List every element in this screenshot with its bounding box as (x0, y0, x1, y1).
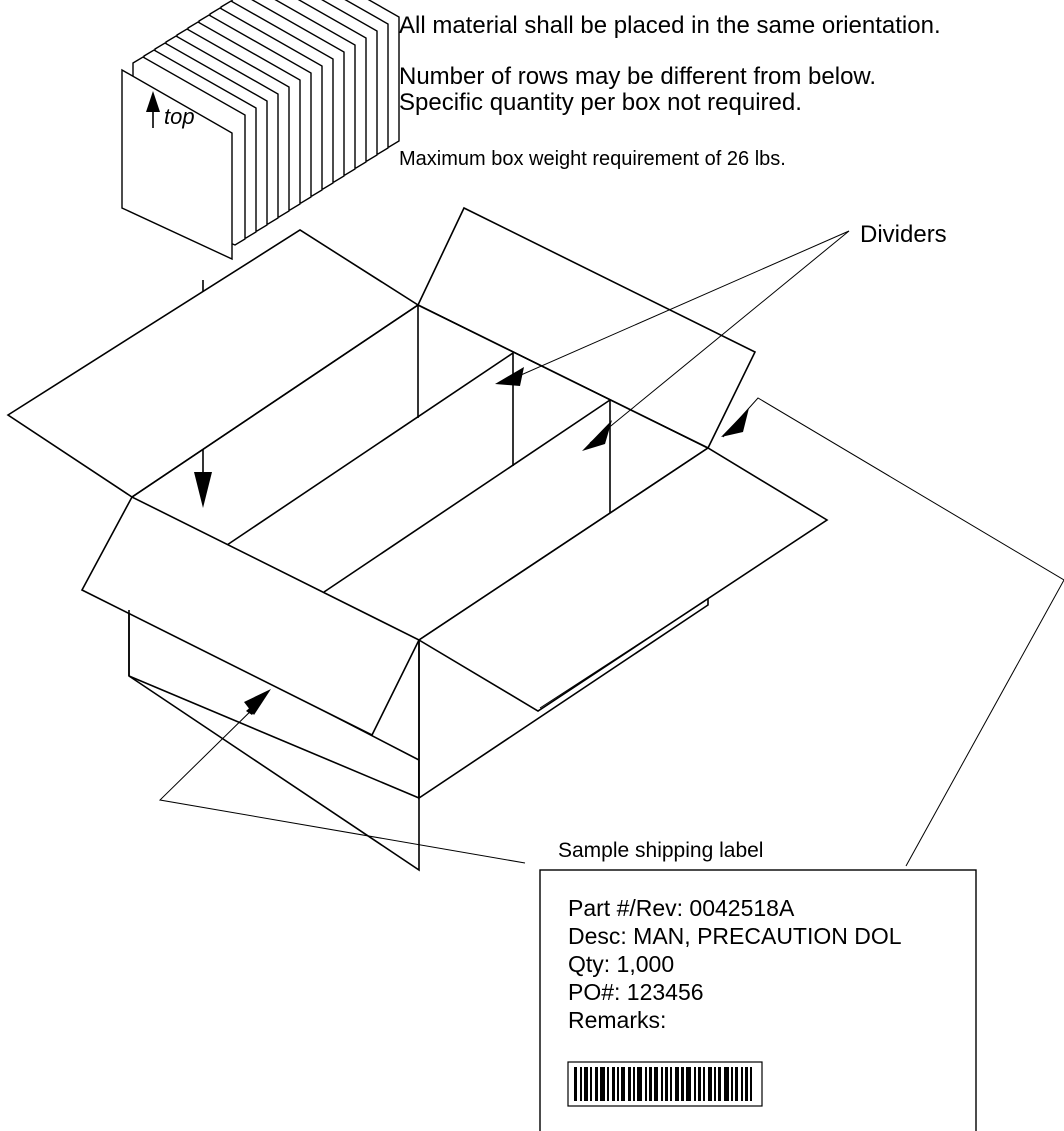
barcode-bar (649, 1067, 652, 1101)
dividers-callout: Dividers (860, 221, 947, 248)
barcode-bar (698, 1067, 701, 1101)
label-qty: Qty: 1,000 (568, 951, 674, 977)
divider-arrow-icon-2 (582, 420, 612, 451)
right-outer-flap (416, 206, 757, 450)
barcode-bar (633, 1067, 635, 1101)
divider-1-top-edge (226, 352, 514, 546)
barcode-bar (584, 1067, 588, 1101)
barcode-bar (607, 1067, 609, 1101)
right-flap-fold-line (539, 600, 706, 709)
barcode-bar (686, 1067, 691, 1101)
barcode-bar (612, 1067, 615, 1101)
barcode-bar (714, 1067, 716, 1101)
barcode-bar (741, 1067, 743, 1101)
barcode-bar (681, 1067, 684, 1101)
divider-2-top-edge (323, 399, 611, 593)
box-left-top-edge (131, 304, 419, 498)
box-bottom-edge (128, 675, 420, 799)
barcode-bar (574, 1067, 577, 1101)
barcode-bar (621, 1067, 625, 1101)
right-inner-flap (417, 447, 829, 712)
barcode-bar (590, 1067, 592, 1101)
down-arrow-icon (194, 472, 212, 508)
left-outer-flap (6, 229, 420, 498)
dividers-leader-2 (589, 230, 850, 444)
label-remarks: Remarks: (568, 1007, 666, 1033)
barcode-bar (745, 1067, 748, 1101)
barcode-bar (731, 1067, 733, 1101)
shipping-label-caption: Sample shipping label (558, 839, 763, 862)
barcode-bar (617, 1067, 619, 1101)
rows-note-line2: Specific quantity per box not required. (399, 89, 802, 116)
label-arrow-icon-right (721, 408, 749, 437)
barcode-bar (580, 1067, 582, 1101)
box-back-top-edge (417, 304, 709, 449)
divider-arrow-icon (495, 367, 524, 386)
barcode-bar (595, 1067, 598, 1101)
barcode-icon (567, 1061, 763, 1107)
barcode-bar (718, 1067, 721, 1101)
barcode-bar (724, 1067, 729, 1101)
barcode-bar (600, 1067, 605, 1101)
barcode-bar (637, 1067, 642, 1101)
label-desc: Desc: MAN, PRECAUTION DOL (568, 923, 902, 949)
rows-note-line1: Number of rows may be different from bel… (399, 63, 876, 90)
booklet-sheet (121, 68, 233, 261)
barcode-bar (735, 1067, 738, 1101)
barcode-bar (670, 1067, 672, 1101)
barcode-bar (750, 1067, 752, 1101)
top-label: top (164, 104, 195, 129)
booklet-stack (121, 0, 400, 261)
orientation-note: All material shall be placed in the same… (399, 12, 941, 39)
label-po: PO#: 123456 (568, 979, 704, 1005)
dividers-leader-1 (504, 230, 850, 383)
barcode-bar (628, 1067, 631, 1101)
arrow-up-icon (146, 91, 160, 112)
label-part-rev: Part #/Rev: 0042518A (568, 895, 795, 921)
label-arrow-icon-left-fill (244, 689, 271, 715)
barcode-bar (694, 1067, 696, 1101)
barcode-bar (703, 1067, 705, 1101)
weight-note: Maximum box weight requirement of 26 lbs… (399, 148, 786, 170)
label-leader-right-lower (905, 579, 1064, 867)
label-leader-left (158, 699, 526, 864)
barcode-bar (675, 1067, 679, 1101)
barcode-bar (645, 1067, 647, 1101)
barcode-bar (654, 1067, 658, 1101)
barcode-bar (665, 1067, 668, 1101)
barcode-bar (708, 1067, 712, 1101)
barcode-bar (661, 1067, 663, 1101)
